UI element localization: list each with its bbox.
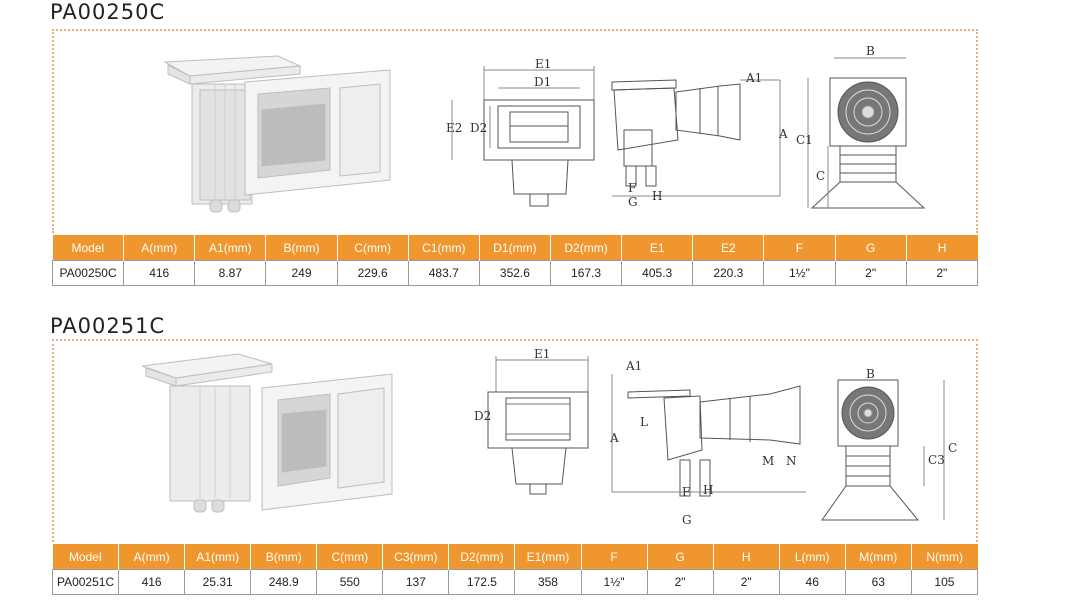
dim-label: E1 <box>534 347 550 361</box>
dim-label: B <box>866 367 875 381</box>
dim-label: B <box>866 44 875 58</box>
side-view-drawing-2: A1 L A M N F H G <box>609 359 806 527</box>
column-header: D2(mm) <box>549 235 622 261</box>
column-header: G <box>646 544 714 570</box>
column-header: Model <box>52 235 124 261</box>
table-cell: 416 <box>118 569 186 595</box>
dim-label: G <box>682 513 692 527</box>
column-header: F <box>763 235 836 261</box>
column-header: C3(mm) <box>382 544 449 570</box>
table-cell: 63 <box>844 569 912 595</box>
table-cell: 167.3 <box>549 260 623 286</box>
column-header: H <box>905 235 978 261</box>
skimmer-photo-2 <box>141 353 393 513</box>
table-cell: 25.31 <box>184 569 252 595</box>
column-header: L(mm) <box>778 544 846 570</box>
column-header: C(mm) <box>316 544 383 570</box>
front-view-drawing-1: E1 D1 E2 D2 <box>446 57 595 207</box>
column-header: Model <box>52 544 119 570</box>
table-cell: 137 <box>382 569 450 595</box>
dim-label: F <box>628 181 636 195</box>
dim-label: D2 <box>474 409 491 423</box>
table-cell: 1½" <box>580 569 648 595</box>
column-header: C1(mm) <box>407 235 480 261</box>
table-cell: 2" <box>834 260 907 286</box>
column-header: A1(mm) <box>184 544 251 570</box>
product-title-1: PA00250C <box>50 0 166 24</box>
table-cell: 358 <box>514 569 582 595</box>
dim-label: D1 <box>534 75 551 89</box>
dim-label: A1 <box>745 71 762 85</box>
column-header: A(mm) <box>123 235 195 261</box>
top-view-drawing-2: B C3 C <box>821 367 957 521</box>
skimmer-photo-1 <box>163 55 391 213</box>
table-cell: 220.3 <box>692 260 765 286</box>
dim-label: H <box>703 483 713 497</box>
column-header: E2 <box>692 235 764 261</box>
column-header: C(mm) <box>336 235 409 261</box>
product-title-2: PA00251C <box>50 314 166 338</box>
column-header: B(mm) <box>250 544 317 570</box>
table-cell: 248.9 <box>250 569 318 595</box>
dim-label: E1 <box>535 57 551 71</box>
table-cell: 416 <box>123 260 196 286</box>
table-cell: 2" <box>712 569 780 595</box>
dim-label: L <box>640 415 648 429</box>
table-cell: 483.7 <box>407 260 480 286</box>
dim-label: E2 <box>446 121 462 135</box>
column-header: N(mm) <box>910 544 978 570</box>
product-panel-2 <box>52 339 978 542</box>
column-header: G <box>834 235 907 261</box>
dim-label: A <box>778 127 788 141</box>
table-cell: 229.6 <box>336 260 409 286</box>
table-cell: 2" <box>905 260 979 286</box>
table-cell: 249 <box>265 260 338 286</box>
dim-label: N <box>786 454 797 468</box>
table-cell: 550 <box>316 569 384 595</box>
column-header: B(mm) <box>265 235 338 261</box>
column-header: A(mm) <box>118 544 185 570</box>
table-cell: 2" <box>646 569 714 595</box>
column-header: D2(mm) <box>448 544 515 570</box>
column-header: M(mm) <box>844 544 912 570</box>
dim-label: G <box>628 195 638 209</box>
dim-label: C1 <box>796 133 813 147</box>
top-view-drawing-1: B C1 C <box>796 44 926 209</box>
dim-label: C3 <box>928 453 945 467</box>
dim-label: M <box>762 454 774 468</box>
column-header: H <box>712 544 780 570</box>
table-cell: 1½" <box>763 260 836 286</box>
dim-label: A1 <box>625 359 642 373</box>
table-cell: 105 <box>910 569 979 595</box>
table-cell: PA00251C <box>51 569 120 595</box>
table-cell: PA00250C <box>51 260 125 286</box>
dim-label: A <box>609 431 619 445</box>
front-view-drawing-2: E1 D2 <box>474 347 589 495</box>
table-cell: 172.5 <box>448 569 516 595</box>
column-header: F <box>580 544 648 570</box>
table-cell: 405.3 <box>621 260 694 286</box>
table-cell: 46 <box>778 569 846 595</box>
table-cell: 352.6 <box>478 260 551 286</box>
dim-label: F <box>682 485 690 499</box>
dim-label: D2 <box>470 121 487 135</box>
column-header: D1(mm) <box>478 235 551 261</box>
side-view-drawing-1: A1 A F G H <box>611 71 788 209</box>
dim-label: C <box>948 441 957 455</box>
dim-label: H <box>652 189 662 203</box>
product-panel-1 <box>52 29 978 233</box>
column-header: E1(mm) <box>514 544 581 570</box>
column-header: E1 <box>621 235 693 261</box>
table-cell: 8.87 <box>194 260 267 286</box>
column-header: A1(mm) <box>194 235 266 261</box>
dim-label: C <box>816 169 825 183</box>
